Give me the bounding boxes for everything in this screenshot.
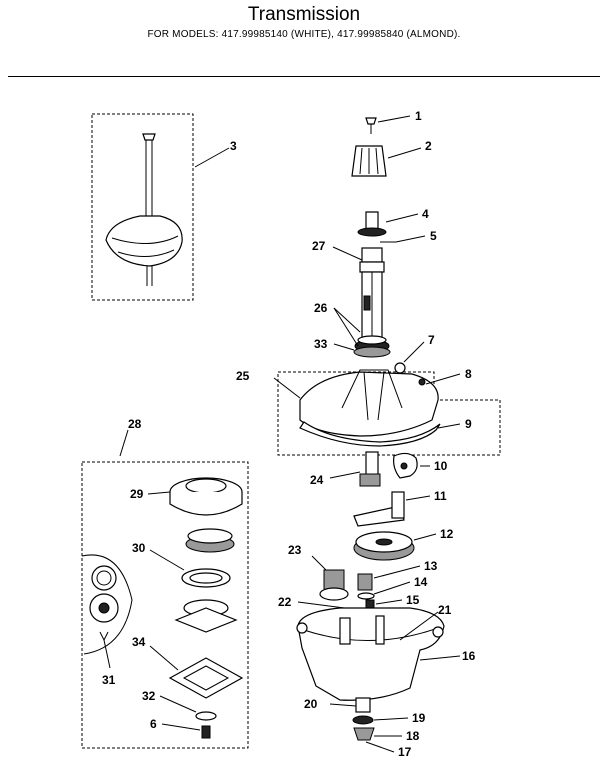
callout-28: 28 [128, 417, 142, 431]
callout-labels: 1 2 3 4 5 27 26 33 7 25 8 9 24 10 11 12 … [102, 109, 476, 759]
callout-24: 24 [310, 473, 324, 487]
callout-11: 11 [434, 489, 447, 503]
callout-6: 6 [150, 717, 157, 731]
callout-29: 29 [130, 487, 144, 501]
part-25-housing-cover [273, 341, 501, 456]
part-2-agitator-cap [351, 145, 422, 177]
callout-2: 2 [425, 139, 432, 153]
lower-shaft-parts [329, 697, 409, 753]
callout-15: 15 [406, 593, 420, 607]
callout-34: 34 [132, 635, 146, 649]
callout-17: 17 [398, 745, 412, 759]
part-28-dashed-box [81, 461, 249, 749]
callout-8: 8 [465, 367, 472, 381]
callout-5: 5 [430, 229, 437, 243]
part-3-dashed-box [91, 113, 194, 301]
diagram-title: Transmission [247, 4, 361, 25]
part-24-pinion [329, 451, 381, 487]
callout-20: 20 [304, 697, 318, 711]
callout-18: 18 [406, 729, 420, 743]
part-11-crank [353, 491, 431, 527]
part-23-pinion-gear [311, 555, 349, 601]
callout-4: 4 [422, 207, 429, 221]
callout-16: 16 [462, 649, 476, 663]
callout-7: 7 [428, 333, 435, 347]
callout-25: 25 [236, 369, 250, 383]
callout-13: 13 [424, 559, 438, 573]
callout-23: 23 [288, 543, 302, 557]
part-1-screw [365, 115, 411, 134]
callout-9: 9 [465, 417, 472, 431]
callout-1: 1 [415, 109, 422, 123]
callout-33: 33 [314, 337, 328, 351]
callout-32: 32 [142, 689, 156, 703]
callout-19: 19 [412, 711, 426, 725]
part-10-shifter [393, 452, 430, 479]
callout-27: 27 [312, 239, 326, 253]
part-16-lower-housing [296, 607, 461, 701]
part-28-seal-kit [81, 429, 249, 749]
small-parts-13-14-15 [297, 565, 421, 611]
header-divider [8, 76, 600, 77]
part-12-main-gear [353, 531, 437, 561]
part-3-transmission-assembly [91, 113, 230, 301]
callout-30: 30 [132, 541, 146, 555]
callout-14: 14 [414, 575, 428, 589]
models-subtitle: FOR MODELS: 417.99985140 (WHITE), 417.99… [147, 29, 461, 40]
callout-12: 12 [440, 527, 454, 541]
shaft-assembly [332, 211, 426, 358]
callout-31: 31 [102, 673, 116, 687]
callout-10: 10 [434, 459, 448, 473]
callout-21: 21 [438, 603, 452, 617]
callout-22: 22 [278, 595, 292, 609]
callout-3: 3 [230, 139, 237, 153]
callout-26: 26 [314, 301, 328, 315]
